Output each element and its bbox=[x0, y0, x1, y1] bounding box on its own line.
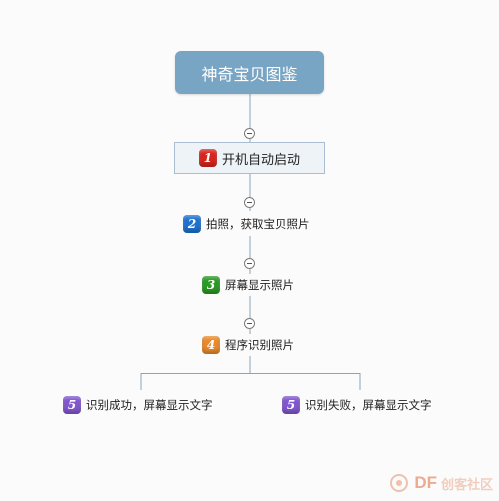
watermark-sub: 创客社区 bbox=[440, 477, 493, 493]
step-1-label: 开机自动启动 bbox=[221, 152, 300, 168]
step-1-badge: 1 bbox=[198, 149, 217, 167]
step-3-badge: 3 bbox=[202, 276, 220, 294]
collapse-toggle-step-1[interactable] bbox=[244, 197, 255, 208]
collapse-toggle-step-3[interactable] bbox=[244, 318, 255, 329]
branch-failure-badge: 5 bbox=[282, 396, 300, 414]
root-node[interactable]: 神奇宝贝图鉴 bbox=[175, 51, 324, 94]
branch-failure-label: 识别失败，屏幕显示文字 bbox=[305, 398, 432, 412]
branch-node-success[interactable]: 5 识别成功，屏幕显示文字 bbox=[63, 396, 213, 414]
step-4-label: 程序识别照片 bbox=[225, 338, 294, 352]
branch-success-badge: 5 bbox=[63, 396, 81, 414]
step-node-2[interactable]: 2 拍照，获取宝贝照片 bbox=[183, 215, 310, 233]
step-2-badge: 2 bbox=[183, 215, 201, 233]
watermark: DF 创客社区 bbox=[388, 473, 493, 493]
watermark-brand: DF bbox=[414, 473, 437, 492]
step-4-badge: 4 bbox=[202, 336, 220, 354]
dfrobot-logo-icon bbox=[390, 474, 409, 492]
step-2-label: 拍照，获取宝贝照片 bbox=[206, 217, 310, 231]
collapse-toggle-root[interactable] bbox=[244, 128, 255, 139]
collapse-toggle-step-2[interactable] bbox=[244, 258, 255, 269]
branch-success-label: 识别成功，屏幕显示文字 bbox=[86, 398, 213, 412]
step-node-3[interactable]: 3 屏幕显示照片 bbox=[202, 276, 294, 294]
branch-node-failure[interactable]: 5 识别失败，屏幕显示文字 bbox=[282, 396, 432, 414]
step-3-label: 屏幕显示照片 bbox=[225, 278, 294, 292]
step-node-4[interactable]: 4 程序识别照片 bbox=[202, 336, 294, 354]
step-node-1[interactable]: 1 开机自动启动 bbox=[174, 142, 325, 174]
root-label: 神奇宝贝图鉴 bbox=[201, 64, 298, 84]
